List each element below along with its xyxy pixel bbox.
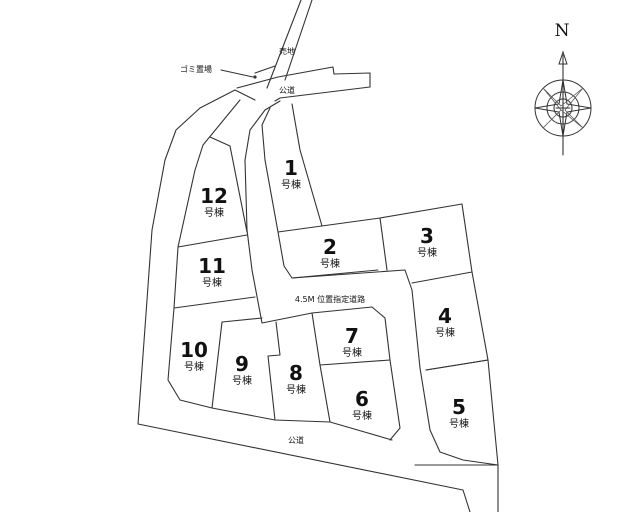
lot-suffix: 号棟 xyxy=(184,360,204,373)
lot-12: 12 号棟 xyxy=(200,184,228,219)
lot-number: 5 xyxy=(452,395,466,419)
compass-rose-star xyxy=(534,79,592,137)
garbage-area-label: ゴミ置場 xyxy=(180,64,212,74)
lot-suffix: 号棟 xyxy=(202,276,222,289)
lot-suffix: 号棟 xyxy=(204,206,224,219)
lot-lines xyxy=(167,99,499,466)
lot-suffix: 号棟 xyxy=(342,346,362,359)
lot-number: 6 xyxy=(355,387,369,411)
lot-number: 11 xyxy=(198,254,226,278)
garbage-leader-line xyxy=(220,69,254,78)
lot-7: 7 号棟 xyxy=(342,324,362,359)
sold-land-label: 売地 xyxy=(279,46,295,56)
lot-5: 5 号棟 xyxy=(449,395,469,430)
lot-number: 4 xyxy=(438,304,452,328)
compass-ring-inner xyxy=(546,91,580,125)
lot-3: 3 号棟 xyxy=(417,224,437,259)
garbage-point xyxy=(253,75,257,79)
lot-8: 8 号棟 xyxy=(286,361,306,396)
lot-suffix: 号棟 xyxy=(286,383,306,396)
lot-number: 1 xyxy=(284,156,298,180)
lot-number: 3 xyxy=(420,224,434,248)
lot-suffix: 号棟 xyxy=(449,417,469,430)
lot-1: 1 号棟 xyxy=(281,156,301,191)
lot-2: 2 号棟 xyxy=(320,235,340,270)
lot-number: 12 xyxy=(200,184,228,208)
designated-road-label: 4.5M 位置指定道路 xyxy=(295,294,365,304)
compass-ring-core xyxy=(553,98,573,118)
lot-number: 9 xyxy=(235,352,249,376)
lot-9: 9 号棟 xyxy=(232,352,252,387)
compass-rose-diagonal xyxy=(542,87,584,129)
lot-number: 7 xyxy=(345,324,359,348)
lot-suffix: 号棟 xyxy=(320,257,340,270)
site-boundary xyxy=(137,0,499,512)
lot-suffix: 号棟 xyxy=(417,246,437,259)
public-road-top-label: 公道 xyxy=(279,85,295,95)
lot-suffix: 号棟 xyxy=(232,374,252,387)
lot-number: 2 xyxy=(323,235,337,259)
lot-suffix: 号棟 xyxy=(352,409,372,422)
north-compass: N xyxy=(534,21,592,156)
public-road-bottom-label: 公道 xyxy=(288,435,304,445)
lot-10: 10 号棟 xyxy=(180,338,208,373)
lot-11: 11 号棟 xyxy=(198,254,226,289)
lot-6: 6 号棟 xyxy=(352,387,372,422)
north-arrow-icon xyxy=(558,50,568,65)
north-label: N xyxy=(555,21,570,41)
lot-number: 10 xyxy=(180,338,208,362)
lot-4: 4 号棟 xyxy=(435,304,455,339)
lot-suffix: 号棟 xyxy=(281,178,301,191)
lot-number: 8 xyxy=(289,361,303,385)
lot-suffix: 号棟 xyxy=(435,326,455,339)
